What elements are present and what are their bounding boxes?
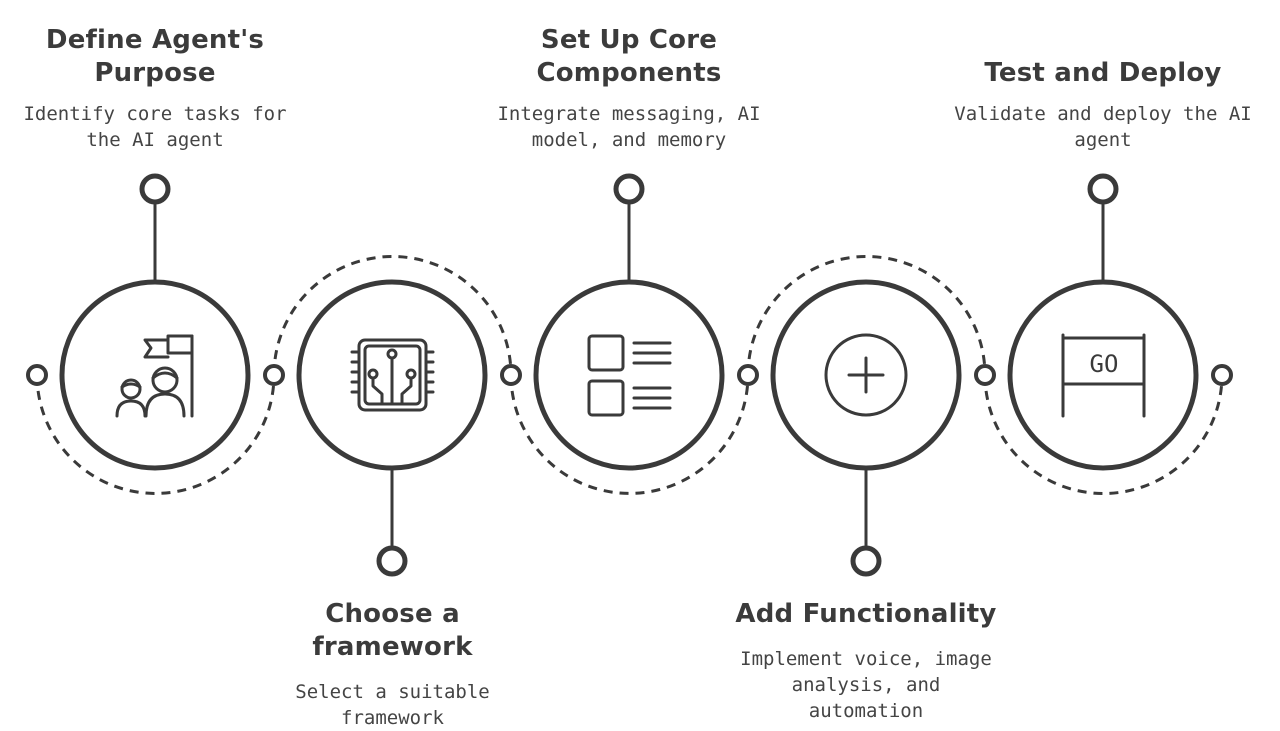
step-3-title: Set Up Core Components	[536, 25, 722, 88]
step-circle-5	[1007, 279, 1199, 471]
step-1-title: Define Agent's Purpose	[45, 25, 265, 88]
go-sign-text: GO	[1090, 350, 1119, 378]
step-circle-3	[533, 279, 725, 471]
connector-arc-3	[509, 374, 750, 495]
stems	[153, 202, 1105, 548]
step-5-label: Test and Deploy Validate and deploy the …	[953, 57, 1253, 153]
chip-icon	[350, 338, 435, 412]
connector-arc-4	[746, 255, 987, 376]
step-3-label: Set Up Core Components Integrate messagi…	[484, 24, 774, 153]
step-5-title: Test and Deploy	[984, 58, 1222, 88]
team-flag-icon	[115, 334, 194, 418]
step-1-label: Define Agent's Purpose Identify core tas…	[10, 24, 300, 153]
components-list-icon	[587, 334, 672, 417]
step-4-title: Add Functionality	[735, 599, 997, 629]
step-4-description: Implement voice, image analysis, and aut…	[740, 648, 992, 722]
connector-arc-2	[272, 255, 513, 376]
step-5-description: Validate and deploy the AI agent	[954, 103, 1252, 151]
step-2-description: Select a suitable framework	[295, 681, 490, 729]
go-sign-icon: GO	[1061, 333, 1146, 418]
connector-arc-1	[35, 374, 276, 495]
step-2-title: Choose a framework	[312, 599, 473, 662]
step-4-label: Add Functionality Implement voice, image…	[716, 598, 1016, 724]
step-2-label: Choose a framework Select a suitable fra…	[240, 598, 545, 731]
step-1-description: Identify core tasks for the AI agent	[23, 103, 287, 151]
connector-arc-5	[983, 374, 1224, 495]
plus-circle-icon	[824, 333, 908, 417]
step-circles	[59, 279, 1199, 471]
junction-dots	[26, 364, 1233, 386]
dashed-connectors	[35, 255, 1224, 495]
step-3-description: Integrate messaging, AI model, and memor…	[497, 103, 761, 151]
label-dots	[139, 173, 1119, 577]
